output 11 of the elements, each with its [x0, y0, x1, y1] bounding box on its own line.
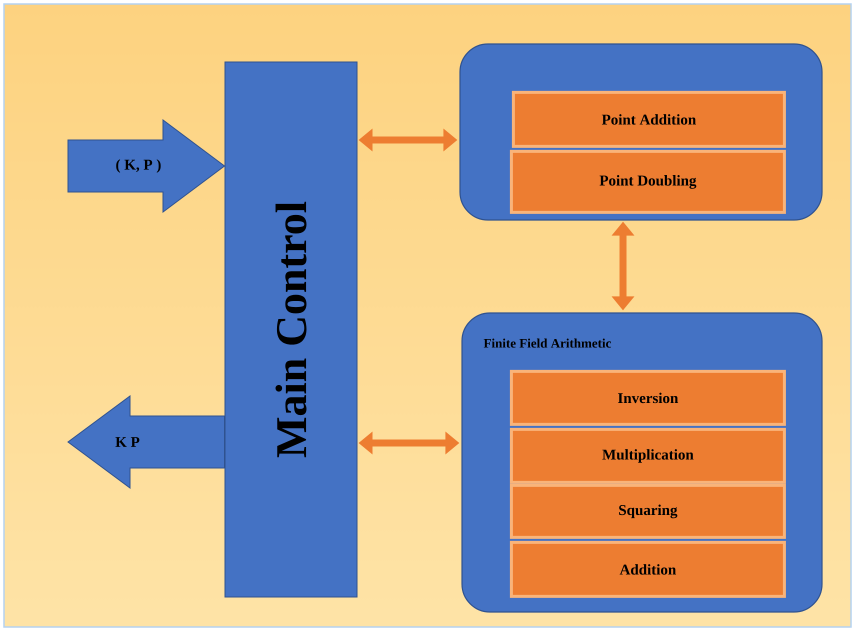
control-block: Main Control	[224, 62, 358, 598]
edge-label: ( K, P )	[114, 158, 162, 174]
block-arrow	[68, 119, 226, 213]
block-arrow	[67, 395, 225, 489]
component-box: Addition	[510, 540, 786, 598]
component-box: Squaring	[510, 484, 786, 539]
component-box: Point Doubling	[510, 150, 786, 214]
edge-label: K P	[114, 436, 141, 448]
component-box: Inversion	[510, 370, 786, 426]
component-box: Point Addition	[512, 90, 786, 148]
component-box: Multiplication	[510, 428, 786, 484]
